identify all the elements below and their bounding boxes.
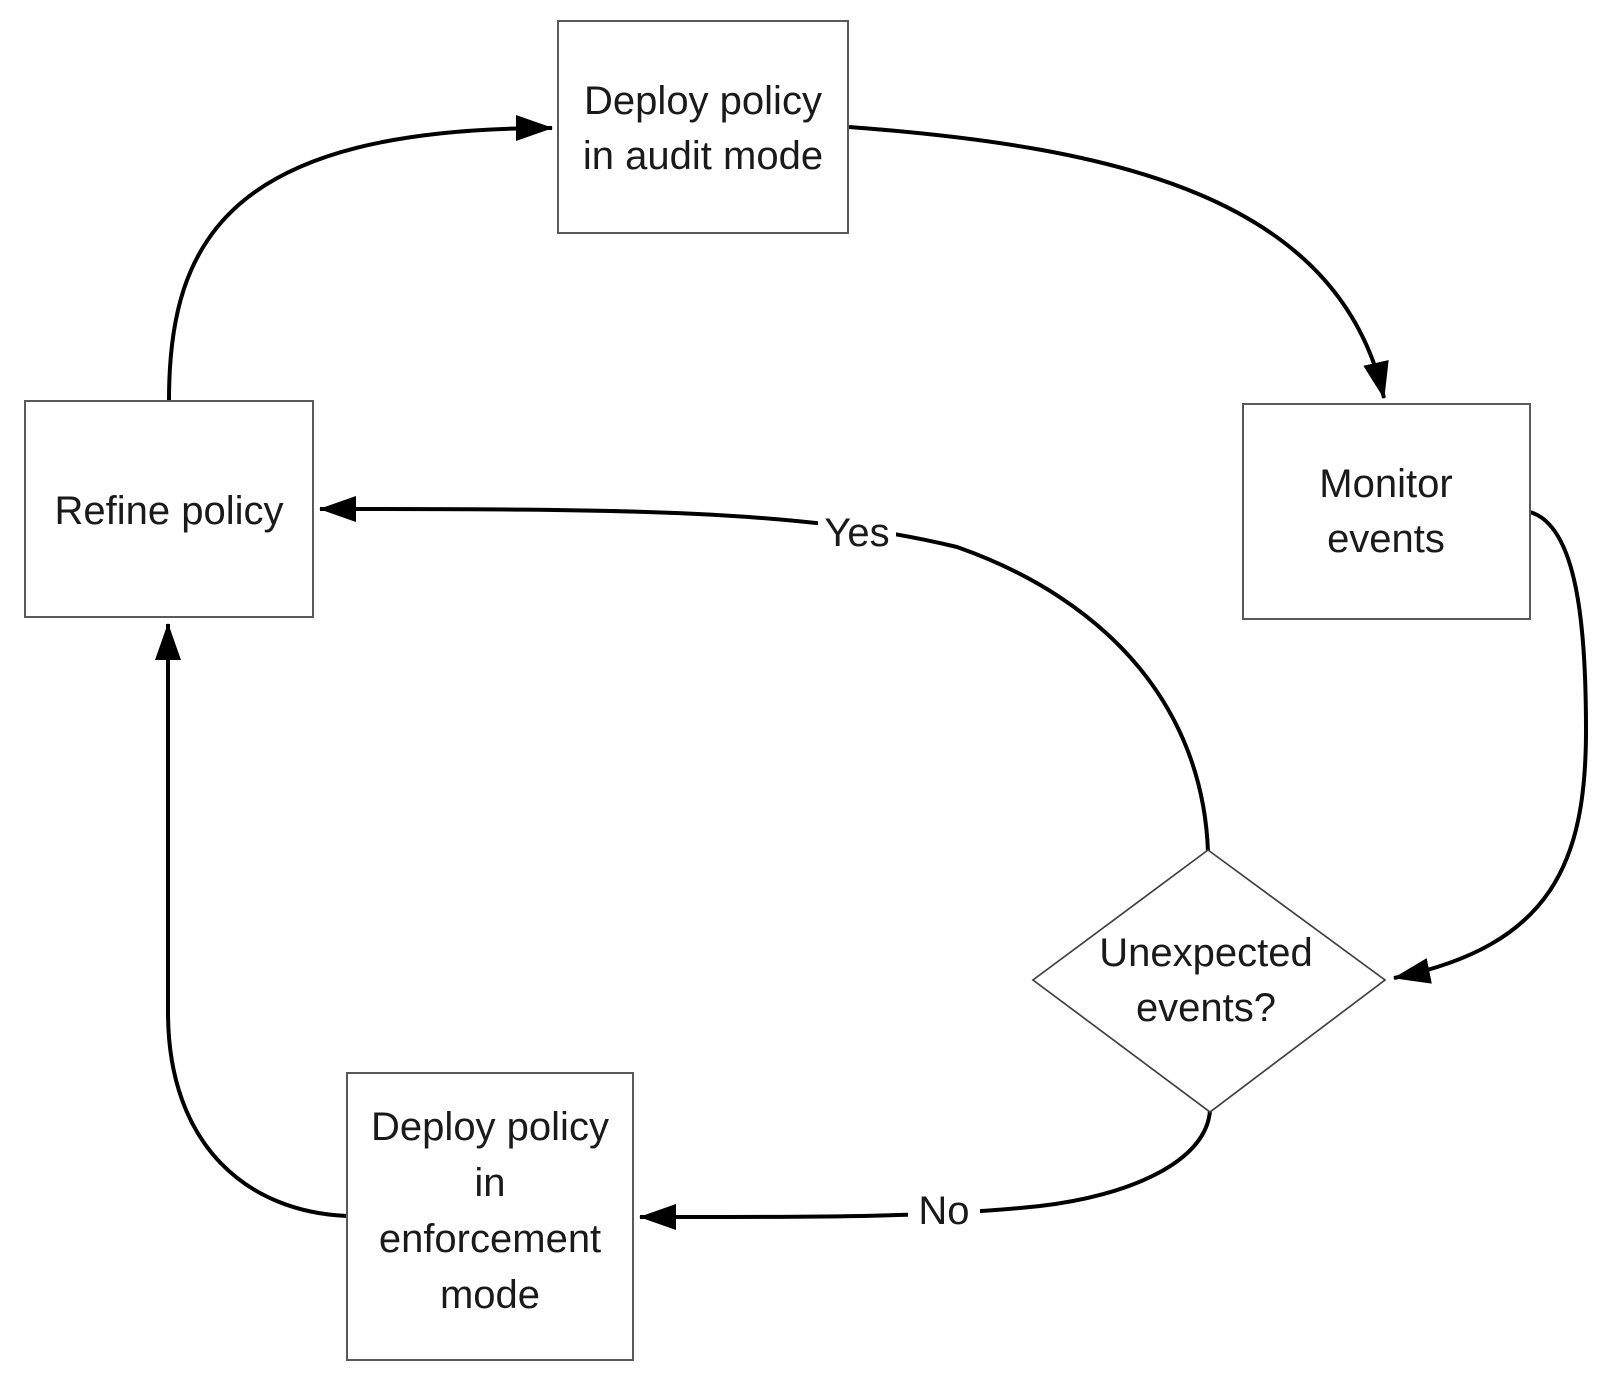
audit-box-label-line2: in audit mode [583,134,823,178]
monitor-box-label-line2: events [1327,517,1445,561]
edge-refine-to-audit [167,115,553,401]
no-label: No [918,1189,969,1233]
monitor-box-label-line1: Monitor [1319,462,1452,506]
edge-label-yes: Yes [818,508,896,555]
enforcement-box-label-line4: mode [440,1273,540,1317]
decision-unexpected-events: Unexpected events? [1031,848,1387,1114]
node-deploy-policy-enforcement-mode: Deploy policy in enforcement mode [346,1072,634,1361]
yes-label: Yes [824,511,889,555]
no-label-mask [908,1188,980,1232]
yes-label-mask [818,508,896,554]
node-deploy-policy-audit-mode: Deploy policy in audit mode [557,20,849,234]
node-refine-policy: Refine policy [24,400,314,618]
edge-decision-no-to-enforcement [639,1109,1212,1231]
monitor-box [1242,403,1531,620]
audit-box [557,20,849,234]
enforcement-box-label-line3: enforcement [379,1217,601,1261]
edge-enforcement-to-refine [155,623,348,1218]
edge-decision-yes-to-refine [319,496,1210,853]
decision-label-line2: events? [1136,986,1276,1030]
node-monitor-events: Monitor events [1242,403,1531,620]
edge-audit-to-monitor [848,125,1389,399]
decision-diamond [1031,848,1387,1114]
edge-label-no: No [908,1188,980,1233]
refine-box [24,400,314,618]
edge-monitor-to-decision [1393,510,1589,984]
audit-box-label-line1: Deploy policy [584,79,822,123]
enforcement-box-label-line2: in [474,1161,505,1205]
refine-box-label: Refine policy [54,489,283,533]
decision-label-line1: Unexpected [1099,931,1312,975]
enforcement-box-label-line1: Deploy policy [371,1105,609,1149]
enforcement-box [346,1072,634,1361]
